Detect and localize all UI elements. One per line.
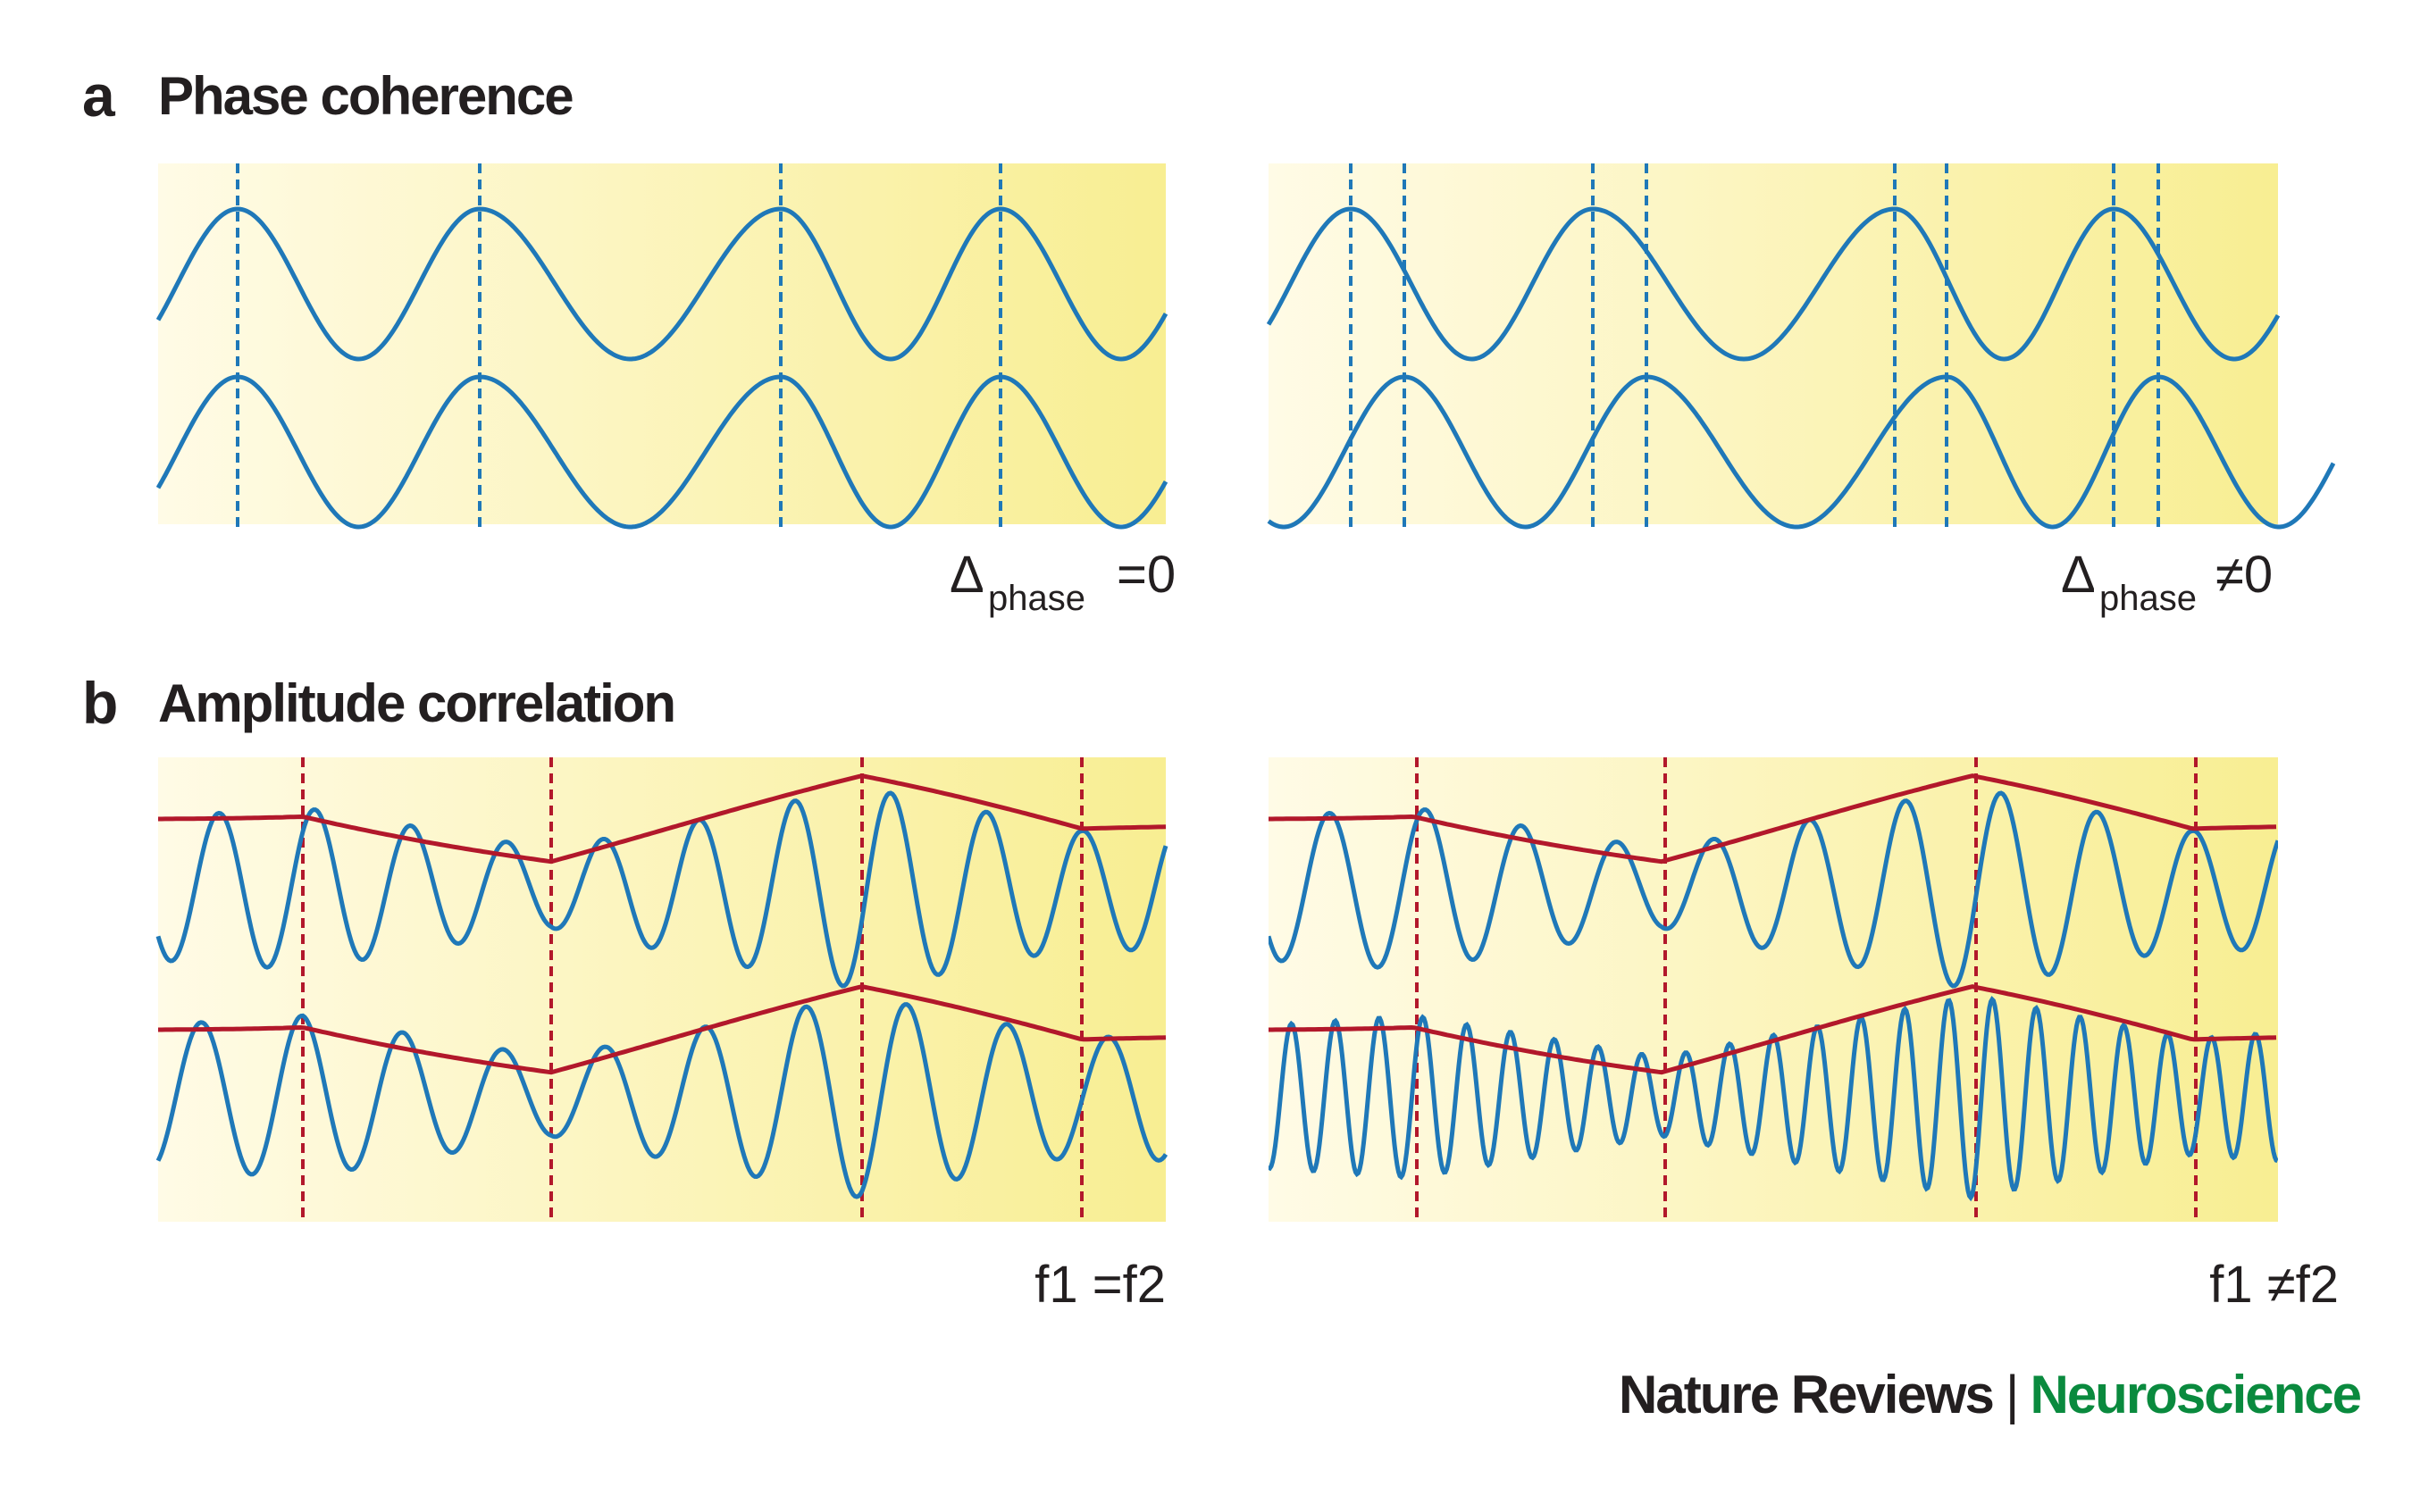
panel-a-left-graphics <box>155 163 1168 530</box>
oscillation-wave-1 <box>155 790 1168 989</box>
section-a-title: Phase coherence <box>158 66 573 126</box>
delta-symbol: Δ <box>950 546 984 604</box>
signal-wave-2-shifted <box>1267 374 2336 530</box>
journal-subject: Neuroscience <box>2030 1365 2360 1424</box>
amplitude-envelope-1 <box>1269 773 2277 865</box>
amplitude-envelope-1 <box>158 773 1167 865</box>
delta-subscript: phase <box>2099 579 2197 618</box>
panel-b-left-graphics <box>155 757 1168 1222</box>
frequency-relation-unequal: f1 ≠f2 <box>2209 1256 2339 1314</box>
phase-relation-unequal: ≠0 <box>2215 546 2273 604</box>
panel-b-right <box>1269 757 2278 1222</box>
amplitude-envelope-2 <box>1269 984 2277 1075</box>
oscillation-wave-2 <box>155 1002 1168 1199</box>
journal-name: Nature Reviews <box>1619 1365 1993 1424</box>
signal-wave-2 <box>155 374 1168 530</box>
delta-symbol: Δ <box>2061 546 2096 604</box>
signal-wave-1 <box>155 206 1168 362</box>
delta-subscript: phase <box>988 579 1085 618</box>
journal-credit: Nature Reviews|Neuroscience <box>1619 1365 2361 1424</box>
section-b-letter: b <box>82 670 118 736</box>
phase-relation-equal: =0 <box>1117 546 1176 604</box>
oscillation-wave-2-fast <box>1269 996 2278 1202</box>
section-a-letter: a <box>82 63 116 129</box>
panel-a-right-graphics <box>1266 163 2336 530</box>
amplitude-envelope-2 <box>158 984 1167 1075</box>
signal-wave-1 <box>1266 206 2281 362</box>
oscillation-wave-1 <box>1269 790 2278 989</box>
frequency-relation-equal: f1 =f2 <box>1034 1256 1166 1314</box>
panel-b-right-graphics <box>1269 757 2278 1222</box>
section-b-title: Amplitude correlation <box>158 673 674 733</box>
journal-separator: | <box>2006 1365 2018 1424</box>
